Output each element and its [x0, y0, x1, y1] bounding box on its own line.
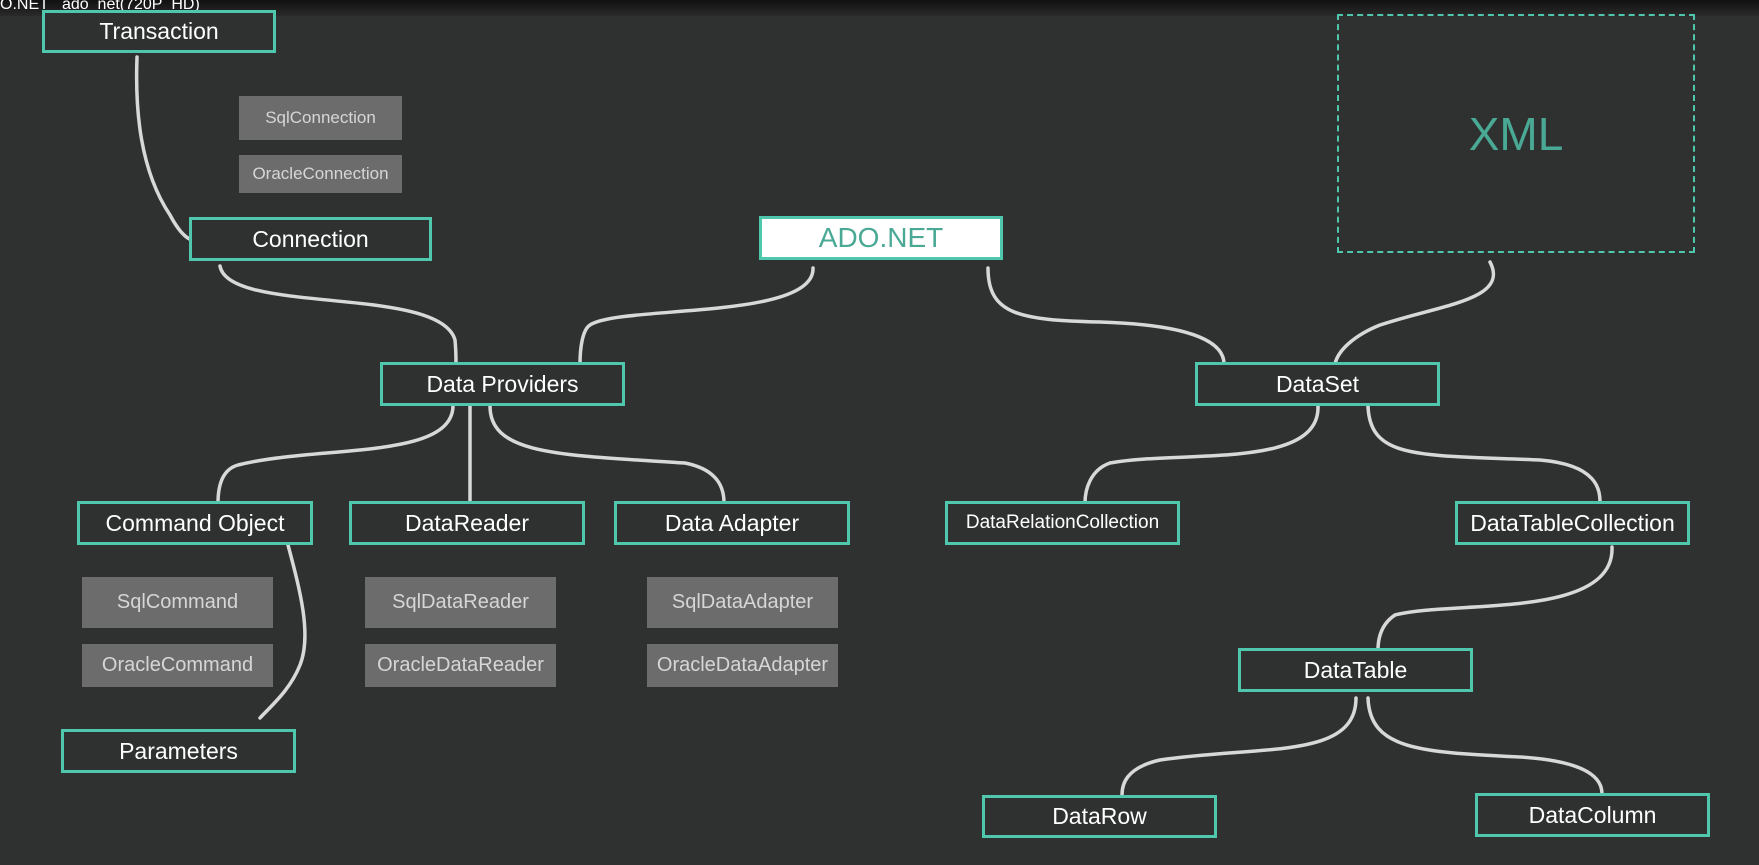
- node-ado-net: ADO.NET: [759, 216, 1003, 260]
- link-data-table-data-row: [1120, 696, 1358, 797]
- link-dataset-data-table-collection: [1366, 404, 1602, 505]
- link-connection-data-providers: [218, 264, 458, 366]
- impl-oracle-data-adapter: OracleDataAdapter: [647, 644, 838, 687]
- link-dataset-data-relation-collection: [1083, 404, 1320, 505]
- impl-oracle-data-reader: OracleDataReader: [365, 644, 556, 687]
- node-data-reader: DataReader: [349, 501, 585, 545]
- impl-sql-connection: SqlConnection: [239, 96, 402, 140]
- xml-box: XML: [1337, 14, 1695, 253]
- link-command-object-parameters: [258, 543, 307, 720]
- node-parameters: Parameters: [61, 729, 296, 773]
- impl-sql-command: SqlCommand: [82, 577, 273, 628]
- link-ado-net-data-providers: [578, 266, 815, 366]
- node-transaction: Transaction: [42, 10, 276, 53]
- impl-sql-data-adapter: SqlDataAdapter: [647, 577, 838, 628]
- link-ado-net-dataset: [986, 266, 1226, 366]
- node-connection: Connection: [189, 217, 432, 261]
- node-data-table-collection: DataTableCollection: [1455, 501, 1690, 545]
- node-data-providers: Data Providers: [380, 362, 625, 406]
- link-data-table-data-column: [1366, 696, 1604, 797]
- link-data-providers-data-adapter: [488, 404, 726, 505]
- link-transaction-connection: [134, 55, 194, 242]
- impl-oracle-connection: OracleConnection: [239, 155, 402, 193]
- window-title-bar: O.NET _ado_net(720P_HD): [0, 0, 1759, 16]
- window-title: O.NET _ado_net(720P_HD): [0, 0, 200, 13]
- node-data-table: DataTable: [1238, 648, 1473, 692]
- impl-oracle-command: OracleCommand: [82, 644, 273, 687]
- link-data-table-collection-data-table: [1376, 545, 1614, 652]
- impl-sql-data-reader: SqlDataReader: [365, 577, 556, 628]
- link-data-providers-command-object: [216, 404, 455, 505]
- node-data-relation-collection: DataRelationCollection: [945, 501, 1180, 545]
- node-data-column: DataColumn: [1475, 793, 1710, 837]
- node-data-adapter: Data Adapter: [614, 501, 850, 545]
- node-data-row: DataRow: [982, 795, 1217, 838]
- node-dataset: DataSet: [1195, 362, 1440, 406]
- node-command-object: Command Object: [77, 501, 313, 545]
- link-xml-dataset: [1333, 260, 1496, 366]
